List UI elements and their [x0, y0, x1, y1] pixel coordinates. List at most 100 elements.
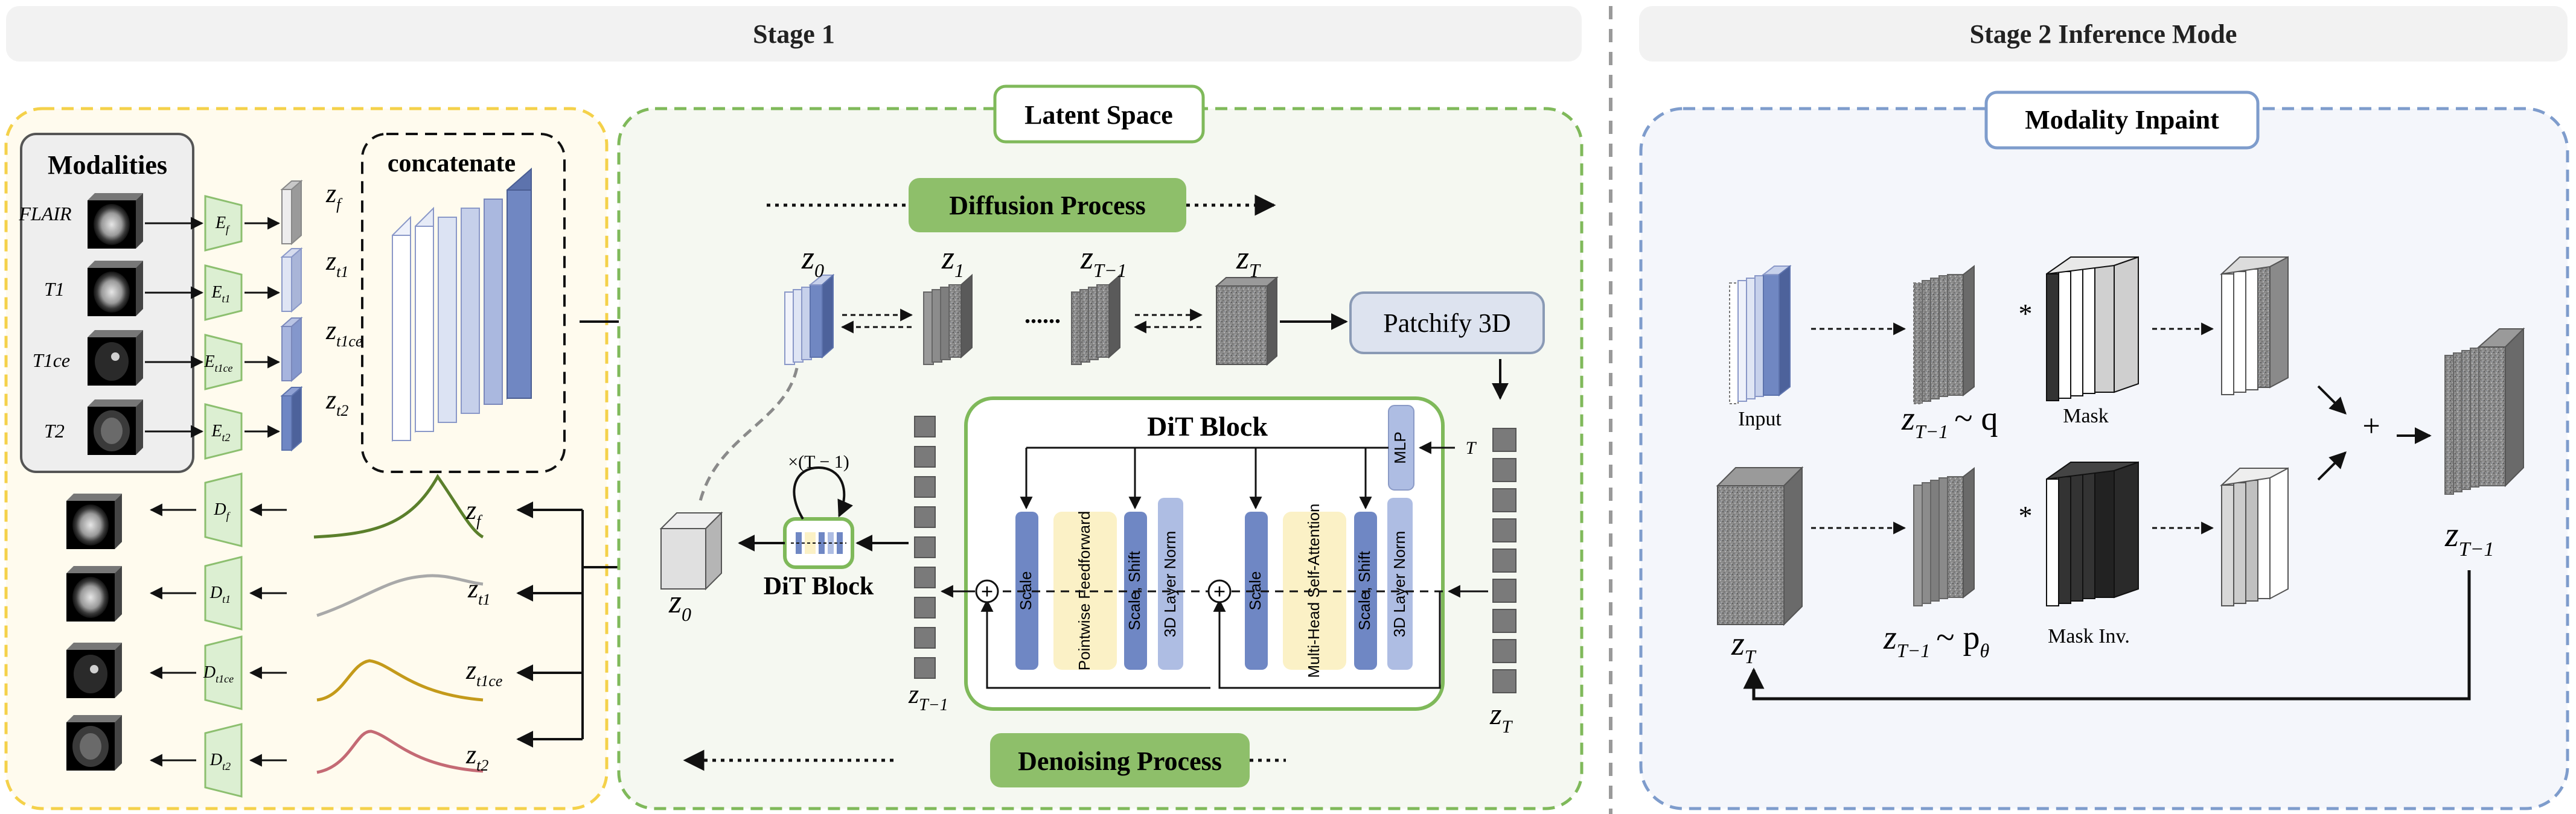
encoder-label: E	[211, 283, 222, 302]
distribution-curve	[313, 474, 484, 539]
inpaint-output-subscript: T−1	[2459, 538, 2495, 561]
encoder-subscript: t1ce	[215, 362, 233, 374]
decoder-subscript: t2	[222, 760, 231, 772]
zt-minus-1-token-label: z	[908, 679, 919, 709]
encoder-label: E	[203, 352, 214, 371]
brain-image	[88, 193, 143, 249]
masked-result-top	[2219, 256, 2289, 395]
encoder-subscript: f	[226, 223, 231, 235]
mlp-label: MLP	[1391, 431, 1409, 463]
latent-label: z	[325, 385, 336, 415]
brain-image	[88, 261, 143, 316]
decoder-label: D	[213, 500, 226, 519]
svg-text:zf: zf	[465, 495, 483, 530]
dit-data-flow	[940, 585, 1488, 689]
combine-plus: +	[2362, 409, 2380, 444]
patch-token-column-right	[1492, 428, 1517, 693]
masked-result-bottom	[2219, 467, 2289, 606]
brain-image	[66, 566, 122, 622]
svg-text:Et2: Et2	[211, 422, 230, 444]
zt-token-subscript: T	[1501, 717, 1513, 737]
zt-minus-1-p-subscript: T−1	[1897, 640, 1930, 661]
z0-label: z	[801, 240, 814, 276]
latent-subscript: t1ce	[476, 672, 502, 690]
dit-loop-arrow	[793, 466, 854, 520]
decoder-trapezoid	[204, 472, 243, 547]
svg-text:z0: z0	[801, 240, 824, 281]
inpaint-title: Modality Inpaint	[2025, 105, 2219, 135]
concatenated-stack	[392, 167, 532, 442]
layer-norm-label-1: 3D Layer Norm	[1161, 531, 1179, 637]
brain-image	[88, 399, 143, 455]
svg-text:zf: zf	[325, 179, 343, 213]
latent-subscript: t1	[478, 591, 490, 608]
residual-add-2-sign: +	[1213, 579, 1226, 603]
stage2-title: Stage 2 Inference Mode	[1969, 19, 2237, 49]
svg-text:zt2: zt2	[465, 740, 488, 774]
zt-token-label: z	[1489, 697, 1501, 731]
z0-stack	[784, 273, 835, 365]
decoder-row-t1: Dt1 zt1	[66, 556, 490, 631]
svg-text:zt1: zt1	[467, 574, 490, 608]
latent-label: z	[465, 740, 476, 769]
decoder-row-t1ce: Dt1ce zt1ce	[66, 635, 502, 710]
z0-link-dashed	[698, 367, 799, 501]
p-dist-label: ~ p	[1936, 619, 1980, 657]
decoder-trapezoid	[204, 556, 243, 631]
brain-image	[66, 494, 122, 549]
latent-label: z	[325, 316, 336, 345]
latent-space-title: Latent Space	[1024, 100, 1173, 130]
patch-token-column-left	[914, 416, 936, 679]
svg-text:zt1ce: zt1ce	[465, 655, 502, 690]
residual-add-1	[975, 579, 999, 603]
svg-text:zT: zT	[1236, 240, 1261, 281]
encoder-trapezoid	[204, 403, 243, 460]
modality-row-flair: FLAIR Ef zf	[18, 179, 343, 252]
svg-text:Et1ce: Et1ce	[203, 352, 232, 374]
diffusion-process-label: Diffusion Process	[949, 191, 1146, 220]
diffusion-ellipsis: ......	[1024, 301, 1061, 328]
diffusion-process-pill	[909, 178, 1186, 232]
decoder-trapezoid	[204, 723, 243, 798]
concatenate-label: concatenate	[388, 150, 516, 177]
denoising-process-pill	[990, 733, 1250, 787]
decoder-label: D	[203, 663, 216, 682]
multiply-star-2: *	[2019, 500, 2033, 531]
latent-label: z	[465, 655, 476, 685]
modality-label: FLAIR	[18, 203, 72, 224]
p-dist-subscript: θ	[1980, 640, 1989, 661]
zt-cube	[1215, 276, 1279, 366]
decoder-subscript: f	[226, 510, 231, 522]
mask-inv-label: Mask Inv.	[2048, 625, 2130, 647]
svg-text:zT−1: zT−1	[908, 679, 948, 714]
latent-space-title-box	[993, 84, 1205, 144]
zt-minus-1-q-subscript: T−1	[1915, 421, 1948, 442]
svg-text:Dt2: Dt2	[209, 751, 231, 772]
inpaint-region	[1639, 107, 2569, 810]
svg-text:zT: zT	[1489, 697, 1513, 737]
zt-minus-1-p-label: z	[1883, 619, 1897, 657]
svg-text:zt1ce: zt1ce	[325, 316, 362, 350]
z0-subscript: 0	[814, 259, 824, 281]
zt-minus-1-subscript: T−1	[1093, 259, 1127, 281]
latent-label: z	[465, 495, 476, 525]
encoder-subscript: t1	[222, 293, 231, 305]
brain-image	[66, 715, 122, 771]
mask-stack	[2046, 256, 2139, 401]
mask-label: Mask	[2063, 405, 2109, 427]
layer-norm-label-2: 3D Layer Norm	[1390, 531, 1408, 637]
inpaint-output-stack	[2444, 327, 2525, 495]
latent-slab	[280, 179, 303, 246]
encoder-trapezoid	[204, 195, 243, 252]
modality-row-t2: T2 Et2 zt2	[44, 385, 348, 460]
z0-output-label: z	[668, 583, 682, 620]
latent-subscript: f	[336, 196, 343, 213]
multiply-star-1: *	[2019, 298, 2033, 329]
distribution-curve	[316, 574, 484, 617]
stage2-header: Stage 2 Inference Mode	[1639, 6, 2568, 62]
zt-minus-1-token-subscript: T−1	[919, 696, 948, 714]
latent-slab	[280, 386, 303, 452]
inpaint-title-box	[1984, 91, 2260, 150]
svg-text:zT−1~ q: zT−1~ q	[1901, 400, 1998, 442]
